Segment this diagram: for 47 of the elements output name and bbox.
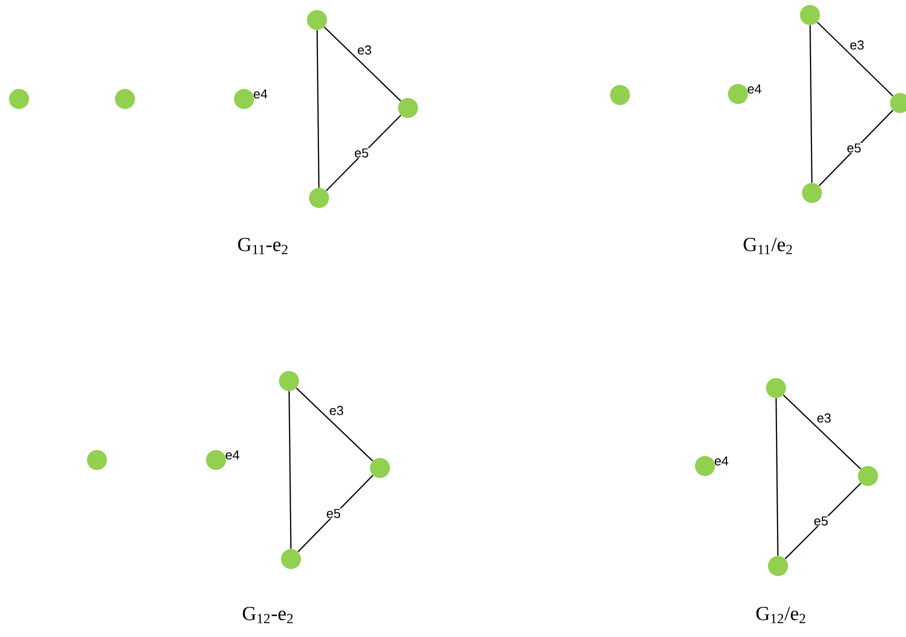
vertex-dot bbox=[802, 183, 822, 203]
graph-edge bbox=[818, 110, 894, 186]
vertex-dot bbox=[398, 98, 418, 118]
graph-edge bbox=[782, 394, 862, 470]
edge-label: e5 bbox=[326, 508, 342, 519]
vertex-dot bbox=[115, 89, 135, 109]
graph-caption: G$_{11}$-e$_{2}$ bbox=[238, 238, 288, 254]
graph-caption: G$_{12}$-e$_{2}$ bbox=[242, 606, 293, 624]
graph-caption: G$_{12}$/e$_{2}$ bbox=[756, 606, 806, 624]
vertex-label: e4 bbox=[226, 450, 240, 460]
vertex-dot bbox=[766, 378, 786, 398]
vertex-dot bbox=[858, 466, 878, 486]
vertex-dot bbox=[87, 450, 107, 470]
edge-label: e3 bbox=[816, 412, 832, 424]
vertex-dot bbox=[234, 89, 254, 109]
graph-edge bbox=[296, 388, 374, 462]
vertex-dot bbox=[370, 458, 390, 478]
edge-label: e5 bbox=[813, 516, 829, 526]
vertex-dot bbox=[279, 370, 299, 391]
graph-edge bbox=[326, 114, 402, 192]
vertex-dot bbox=[281, 548, 301, 569]
vertex-dot bbox=[309, 188, 329, 208]
vertex-dot bbox=[307, 10, 327, 30]
vertex-dot bbox=[800, 5, 820, 25]
graph-edge bbox=[324, 26, 402, 102]
vertex-dot bbox=[695, 456, 715, 476]
graph-edge bbox=[298, 474, 374, 552]
vertex-dot bbox=[768, 556, 788, 576]
graph-edge bbox=[316, 30, 320, 188]
graph-edge bbox=[816, 22, 894, 96]
vertex-label: e4 bbox=[254, 89, 268, 99]
graph-edge bbox=[288, 391, 292, 549]
graph-edge bbox=[776, 398, 778, 556]
vertex-dot bbox=[206, 450, 226, 470]
edge-label: e3 bbox=[849, 40, 865, 50]
vertex-dot bbox=[610, 85, 630, 105]
graph-caption: G$_{11}$/e$_{2}$ bbox=[744, 238, 792, 254]
vertex-label: e4 bbox=[748, 84, 762, 94]
edge-label: e3 bbox=[328, 405, 344, 416]
edge-label: e3 bbox=[356, 44, 372, 56]
edge-label: e5 bbox=[846, 142, 862, 154]
vertex-label: e4 bbox=[714, 456, 728, 466]
vertex-dot bbox=[728, 84, 748, 104]
graph-edge bbox=[810, 25, 812, 183]
vertex-dot bbox=[9, 89, 29, 109]
edge-label: e5 bbox=[354, 148, 370, 158]
graph-edge bbox=[784, 482, 862, 560]
